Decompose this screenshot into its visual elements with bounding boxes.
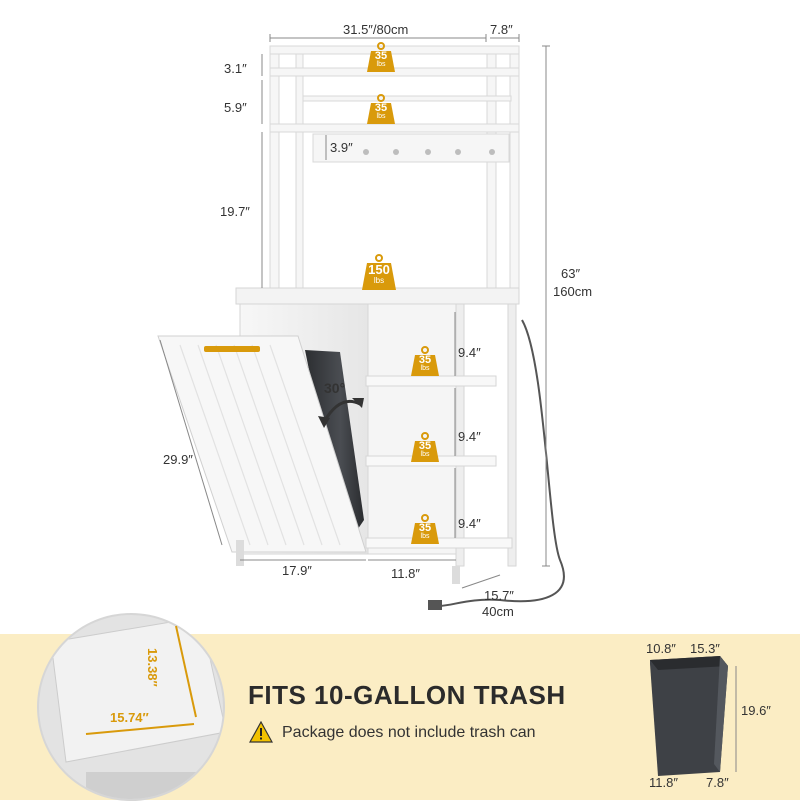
weight-value: 35 [418,354,432,366]
total-height-in-label: 63″ [561,266,581,281]
trash-bottom-width-label: 11.8″ [649,775,678,790]
weight-unit: lbs [373,276,385,285]
opening-height-label: 13.38″ [145,648,160,687]
tilt-angle-label: 30° [324,380,346,396]
weight-unit: lbs [420,533,430,540]
cabinet-height-label: 29.9″ [163,452,193,467]
shelf-gap-2-label: 9.4″ [458,429,481,444]
weight-unit: lbs [420,451,430,458]
weight-badge-side-shelf-1: 35 lbs [410,346,440,376]
product-illustration [157,34,565,610]
weight-unit: lbs [376,113,386,120]
trash-height-label: 19.6″ [741,703,771,718]
weight-value: 35 [374,102,388,114]
gap-second-label: 5.9″ [224,100,247,115]
shelf-width-label: 11.8″ [391,566,420,581]
dimension-lines [159,34,550,589]
weight-badge-side-shelf-3: 35 lbs [410,514,440,544]
depth-in-label: 15.7″ [484,588,514,603]
trash-bottom-depth-label: 7.8″ [706,775,729,790]
cabinet-width-label: 17.9″ [282,563,312,578]
total-height-cm-label: 160cm [553,284,593,299]
hutch-frame [269,45,520,289]
warning-icon [249,721,273,743]
weight-icon [411,432,439,462]
hook-height-label: 3.9″ [330,140,353,155]
weight-icon [367,94,395,124]
trash-top-depth-label: 10.8″ [646,641,676,656]
gap-top-label: 3.1″ [224,61,247,76]
shelf-gap-1-label: 9.4″ [458,345,481,360]
tilt-out-door [157,335,367,553]
weight-value: 35 [374,50,388,62]
opening-zoom-view [37,613,225,801]
weight-icon [411,514,439,544]
weight-value: 150 [368,262,390,277]
weight-badge-side-shelf-2: 35 lbs [410,432,440,462]
weight-icon [367,42,395,72]
depth-cm-label: 40cm [482,604,514,619]
trash-can-diagram [650,656,737,776]
weight-icon [362,254,396,290]
legs [236,540,460,584]
weight-icon [411,346,439,376]
width-label: 31.5″/80cm [343,22,409,37]
hooks [363,149,495,155]
weight-badge-counter: 150 lbs [361,254,397,290]
weight-value: 35 [418,440,432,452]
weight-unit: lbs [376,61,386,68]
fits-trash-title: FITS 10-GALLON TRASH [248,680,566,710]
package-note: Package does not include trash can [282,724,536,741]
opening-width-label: 15.74″ [110,710,149,725]
plug-icon [428,600,442,610]
trash-top-width-label: 15.3″ [690,641,720,656]
weight-badge-second-shelf: 35 lbs [366,94,396,124]
power-cord-icon [439,319,565,607]
weight-badge-top-shelf: 35 lbs [366,42,396,72]
weight-unit: lbs [420,365,430,372]
top-depth-label: 7.8″ [490,22,513,37]
upper-height-label: 19.7″ [220,204,250,219]
weight-value: 35 [418,522,432,534]
shelf-gap-3-label: 9.4″ [458,516,481,531]
